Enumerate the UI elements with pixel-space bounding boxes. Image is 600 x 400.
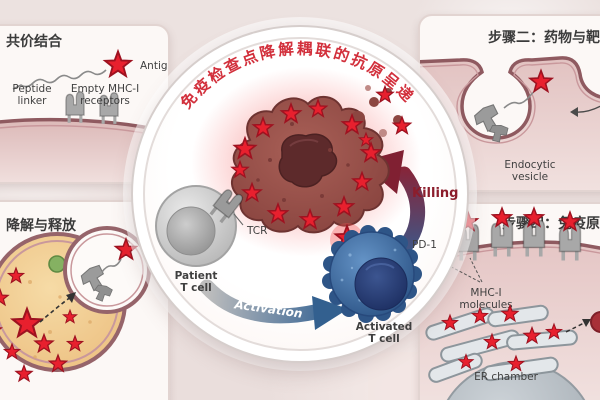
svg-text:vesicle: vesicle <box>512 171 548 183</box>
activated-nucleus <box>354 257 408 311</box>
transport-arrow <box>565 321 587 333</box>
panel-covalent-binding: 共价结合 Antigen Peptide linker Empty MHC-I … <box>0 24 170 184</box>
tcr-leader-line <box>233 213 244 226</box>
panel-step4-presentation: 步骤四：免疫原 MHC-I <box>418 202 600 400</box>
tumor-nucleus <box>278 133 338 188</box>
peptide-linker-squiggle <box>101 258 122 273</box>
panel-title: 共价结合 <box>6 33 63 50</box>
antigen-label: Antigen <box>140 60 170 72</box>
panel-title: 步骤二：药物与靶 <box>488 29 600 46</box>
panel-title: 降解与释放 <box>6 217 77 234</box>
pd1-label: PD-1 <box>412 239 437 251</box>
peptide-linker-squiggle <box>12 69 107 90</box>
er-chamber-label: ER chamber <box>474 371 538 383</box>
empty-mhc-label: Empty MHC-I <box>71 83 139 95</box>
activated-t-cell-label: Activated <box>356 321 413 333</box>
svg-text:molecules: molecules <box>459 299 512 311</box>
patient-t-cell <box>155 184 246 267</box>
mhc-molecules-label: MHC-I <box>470 287 501 299</box>
activation-arrow <box>199 279 323 324</box>
svg-text:receptors: receptors <box>80 95 130 107</box>
activated-t-cell <box>322 225 422 323</box>
tcr-label: TCR <box>246 225 267 237</box>
peptide-linker-label: Peptide <box>12 83 51 95</box>
cell-membrane <box>0 119 168 182</box>
endocytic-vesicle-label: Endocytic <box>504 159 555 171</box>
tumor-cell <box>231 85 412 234</box>
killing-label: Killing <box>412 186 458 201</box>
patient-t-cell-label: Patient <box>175 270 218 282</box>
svg-text:linker: linker <box>18 95 48 107</box>
transport-vesicle <box>590 311 600 333</box>
tumor-speckles <box>256 122 350 202</box>
svg-text:T cell: T cell <box>180 282 211 294</box>
svg-text:T cell: T cell <box>368 333 399 345</box>
activation-arrowhead <box>312 296 348 330</box>
